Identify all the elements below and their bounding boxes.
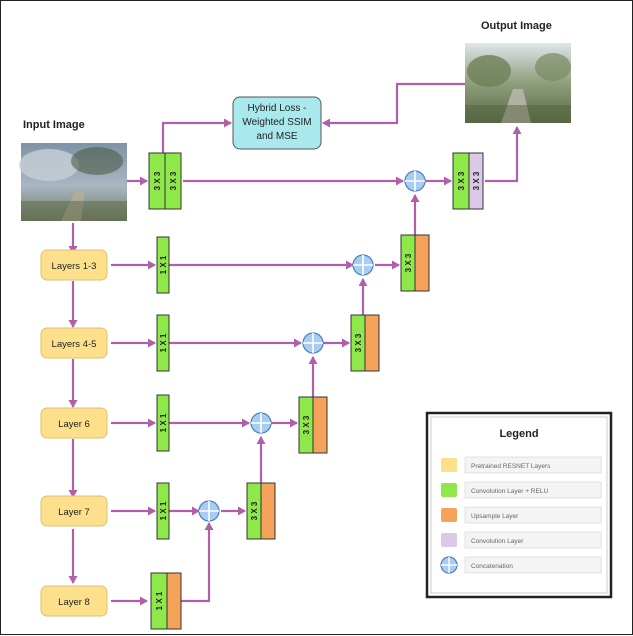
upsample-conv-label: 3 X 3 <box>354 333 363 352</box>
legend-item: Pretrained RESNET Layers <box>441 456 602 474</box>
concat-nodes <box>198 170 426 522</box>
legend-title: Legend <box>499 428 538 440</box>
concat-node-2 <box>250 412 272 434</box>
output-image-title: Output Image <box>481 20 552 32</box>
loss-line-3: and MSE <box>256 131 297 142</box>
conv-1x1-block: 1 X 1 <box>156 394 170 452</box>
conv-1x1-block: 1 X 1 <box>156 482 170 540</box>
final-conv-label-a: 3 X 3 <box>457 171 466 190</box>
upsample-block-4: 3 X 3 <box>400 234 430 292</box>
upsample-conv-label: 3 X 3 <box>302 415 311 434</box>
output-image <box>465 43 571 123</box>
upsample-conv-label: 3 X 3 <box>404 253 413 272</box>
conv-1x1-label: 1 X 1 <box>159 255 168 274</box>
input-image-title: Input Image <box>23 119 85 131</box>
layer8-conv-block: 1 X 1 <box>150 572 182 630</box>
input-image <box>19 143 127 221</box>
encoder-layer-label: Layers 4-5 <box>52 339 97 350</box>
concat-node-3 <box>302 332 324 354</box>
connections <box>68 82 522 606</box>
legend-label: Upsample Layer <box>471 513 519 520</box>
conv-1x1-block: 1 X 1 <box>156 314 170 372</box>
encoder-layer-4: Layer 7 <box>40 495 108 527</box>
encoder-layer-label: Layers 1-3 <box>52 261 97 272</box>
legend-swatch <box>441 483 457 497</box>
encoder-layer-label: Layer 6 <box>58 419 90 430</box>
encoder-layer-5: Layer 8 <box>40 585 108 617</box>
legend: Legend Pretrained RESNET LayersConvoluti… <box>425 411 613 599</box>
upsample-block-2: 3 X 3 <box>298 396 328 454</box>
conv-1x1-label: 1 X 1 <box>159 501 168 520</box>
encoder-layer-3: Layer 6 <box>40 407 108 439</box>
legend-swatch <box>441 458 457 472</box>
loss-line-1: Hybrid Loss - <box>248 103 307 114</box>
final-conv-label-b: 3 X 3 <box>472 171 481 190</box>
conv-1x1-block: 1 X 1 <box>156 236 170 294</box>
top-conv-block: 3 X 3 3 X 3 <box>148 152 182 210</box>
conv-1x1-label: 1 X 1 <box>159 413 168 432</box>
hybrid-loss-box: Hybrid Loss - Weighted SSIM and MSE <box>232 96 322 150</box>
layer8-conv-label: 1 X 1 <box>155 591 164 610</box>
legend-label: Concatenation <box>471 563 513 570</box>
legend-label: Pretrained RESNET Layers <box>471 463 551 470</box>
concat-node-1 <box>198 500 220 522</box>
upsample-conv-label: 3 X 3 <box>250 501 259 520</box>
upsample-block-1: 3 X 3 <box>246 482 276 540</box>
arrow-l8conv-to-concat <box>181 522 214 603</box>
arrow-final-to-output <box>485 126 522 183</box>
arrow-topconv-to-loss <box>161 118 232 153</box>
legend-item: Convolution Layer <box>441 531 602 549</box>
legend-swatch <box>441 533 457 547</box>
concat-node-5 <box>404 170 426 192</box>
legend-label: Convolution Layer <box>471 538 524 545</box>
top-conv-label-b: 3 X 3 <box>169 171 178 190</box>
final-conv-block: 3 X 3 3 X 3 <box>452 152 484 210</box>
one-by-one-convs: 1 X 1 1 X 1 1 X 1 1 X 1 <box>156 236 170 540</box>
upsample-blocks: 3 X 3 3 X 3 3 X 3 3 X 3 <box>246 234 430 540</box>
encoder-layer-label: Layer 8 <box>58 597 90 608</box>
top-conv-label-a: 3 X 3 <box>153 171 162 190</box>
encoder-layer-label: Layer 7 <box>58 507 90 518</box>
encoder-layer-1: Layers 1-3 <box>40 249 108 281</box>
legend-label: Convolution Layer + RELU <box>471 488 548 495</box>
loss-line-2: Weighted SSIM <box>242 117 311 128</box>
legend-item: Concatenation <box>440 556 602 574</box>
arrow-output-to-loss <box>322 82 465 128</box>
legend-item: Convolution Layer + RELU <box>441 481 602 499</box>
conv-1x1-label: 1 X 1 <box>159 333 168 352</box>
encoder-layer-2: Layers 4-5 <box>40 327 108 359</box>
legend-item: Upsample Layer <box>441 506 602 524</box>
concat-node-4 <box>352 254 374 276</box>
upsample-block-3: 3 X 3 <box>350 314 380 372</box>
legend-swatch <box>441 508 457 522</box>
